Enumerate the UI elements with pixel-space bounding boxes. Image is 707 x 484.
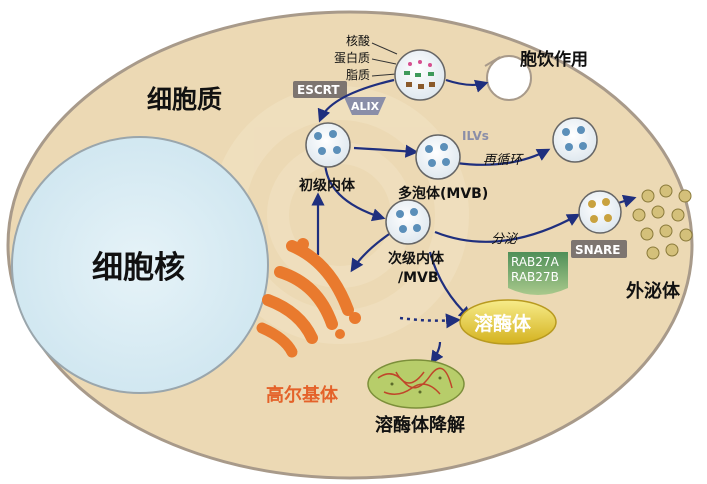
- cargo-protein: 蛋白质: [334, 50, 370, 65]
- lysosome-label: 溶酶体: [474, 312, 532, 335]
- rab27a-label: RAB27A: [511, 255, 560, 269]
- late-endosome: [385, 199, 431, 245]
- late-endosome-label-2: /MVB: [398, 270, 439, 286]
- snare-badge: [571, 240, 627, 258]
- ilvs-label: ILVs: [462, 129, 489, 143]
- cargo-nucleic-acid: 核酸: [346, 33, 370, 48]
- lysosome: [459, 299, 557, 345]
- secretion-label: 分泌: [491, 232, 519, 247]
- cargo-vesicle: [394, 49, 446, 101]
- nucleus-label: 细胞核: [92, 250, 185, 286]
- exosomes-label: 外泌体: [626, 280, 681, 302]
- cytoplasm-label: 细胞质: [147, 85, 222, 114]
- recycling-vesicle: [552, 117, 598, 163]
- golgi-to-lysosome-dotted: [399, 313, 461, 329]
- pathway-arrows: [311, 78, 637, 365]
- snare-label: SNARE: [575, 243, 620, 257]
- golgi-label: 高尔基体: [266, 384, 339, 406]
- cargo-lipid: 脂质: [346, 67, 370, 82]
- escrt-badge: [293, 81, 347, 98]
- alix-badge: [344, 97, 386, 115]
- degradation-body: [367, 359, 465, 409]
- rab27-badge: [508, 252, 568, 295]
- escrt-label: ESCRT: [297, 83, 340, 97]
- exosome-cluster: [632, 184, 693, 260]
- early-endosome: [305, 122, 351, 168]
- rab27b-label: RAB27B: [511, 270, 559, 284]
- golgi-apparatus: [256, 238, 361, 358]
- alix-label: ALIX: [351, 100, 380, 113]
- late-endosome-label-1: 次级内体: [388, 250, 445, 267]
- lysosomal-degradation-label: 溶酶体降解: [375, 414, 465, 436]
- mvb-label: 多泡体(MVB): [398, 185, 488, 202]
- endocytosis-label: 胞饮作用: [520, 49, 588, 70]
- secretion-vesicle: [578, 190, 622, 234]
- recycling-label: 再循环: [483, 153, 524, 168]
- mvb: [415, 134, 461, 180]
- early-endosome-label: 初级内体: [299, 177, 356, 194]
- nucleus: [11, 136, 269, 394]
- endocytosis-pit: [484, 55, 532, 101]
